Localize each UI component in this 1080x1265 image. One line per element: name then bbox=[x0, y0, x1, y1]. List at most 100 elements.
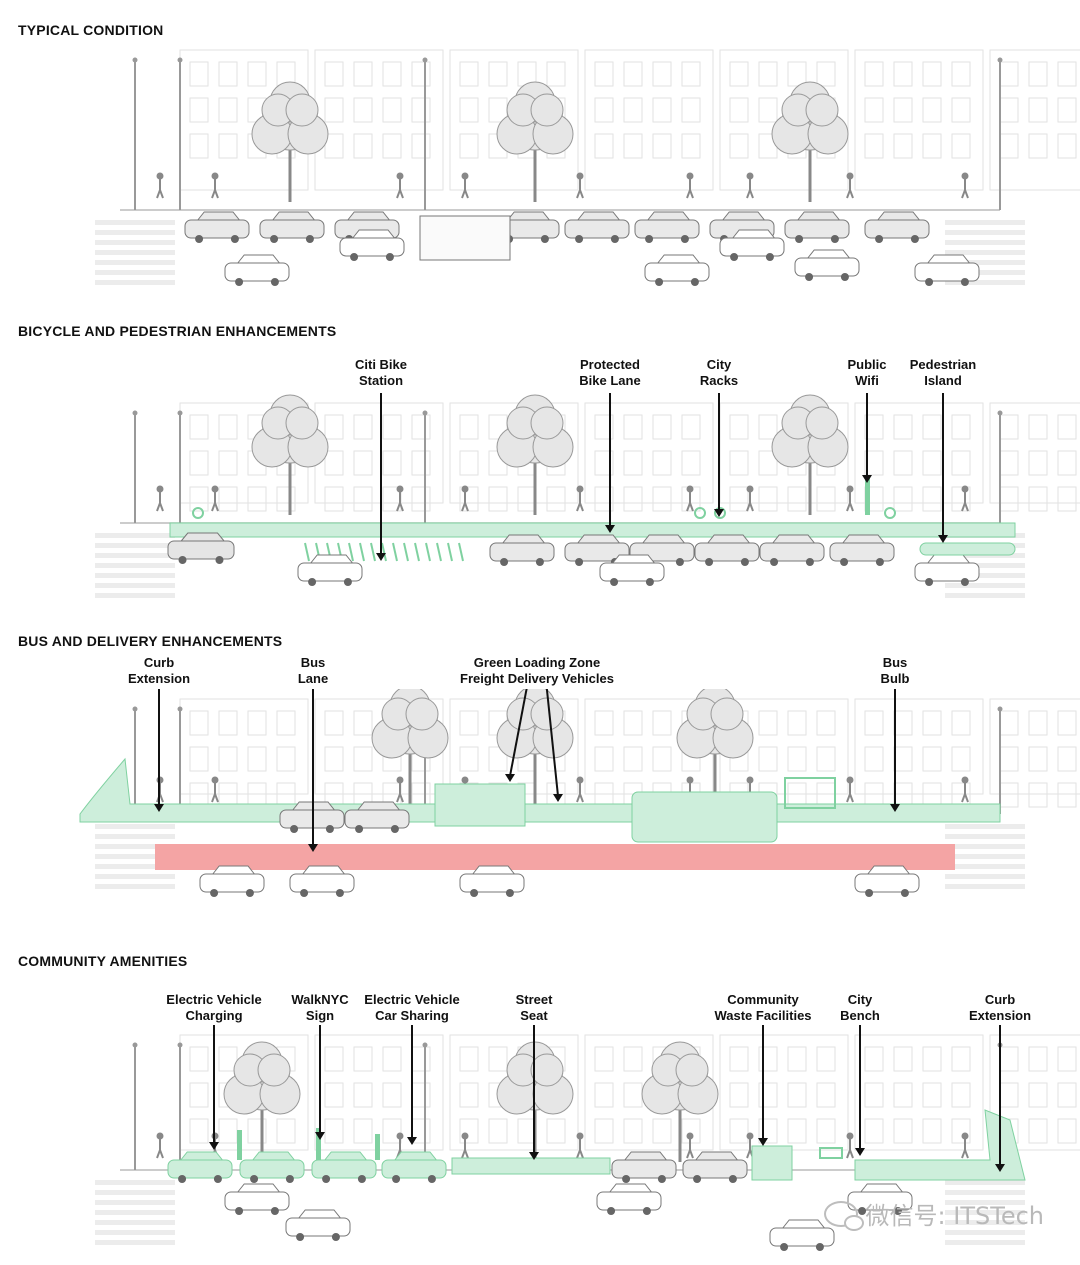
wheel bbox=[607, 1207, 615, 1215]
wheel bbox=[235, 1207, 243, 1215]
window bbox=[489, 62, 507, 86]
window bbox=[1000, 415, 1018, 439]
window bbox=[759, 1083, 777, 1107]
window bbox=[1058, 487, 1076, 511]
window bbox=[190, 783, 208, 807]
callout-green-loading-zone: Green Loading Zone Freight Delivery Vehi… bbox=[460, 655, 614, 687]
wheel bbox=[336, 889, 344, 897]
window bbox=[894, 62, 912, 86]
section-bus-delivery: BUS AND DELIVERY ENHANCEMENTS Curb Exten… bbox=[0, 615, 1080, 935]
window bbox=[624, 487, 642, 511]
head bbox=[688, 1134, 693, 1139]
head bbox=[963, 778, 968, 783]
window bbox=[248, 783, 266, 807]
window bbox=[412, 62, 430, 86]
car-roof bbox=[311, 555, 353, 563]
window bbox=[190, 62, 208, 86]
crosswalk-stripe bbox=[95, 1190, 175, 1195]
head bbox=[688, 174, 693, 179]
crosswalk-stripe bbox=[945, 250, 1025, 255]
window bbox=[624, 134, 642, 158]
canopy-blob bbox=[676, 1054, 708, 1086]
wheel bbox=[210, 889, 218, 897]
window bbox=[1029, 415, 1047, 439]
car bbox=[635, 212, 699, 243]
window bbox=[412, 134, 430, 158]
car bbox=[312, 1152, 376, 1183]
head bbox=[748, 1134, 753, 1139]
window bbox=[952, 134, 970, 158]
leg bbox=[690, 503, 693, 511]
window bbox=[460, 747, 478, 771]
wheel bbox=[179, 556, 187, 564]
window bbox=[219, 415, 237, 439]
window bbox=[894, 1083, 912, 1107]
bike-dock bbox=[360, 543, 364, 561]
leg bbox=[160, 190, 163, 198]
car bbox=[286, 1210, 350, 1241]
window bbox=[788, 711, 806, 735]
car-body bbox=[382, 1160, 446, 1178]
car-roof bbox=[299, 1210, 341, 1218]
building-facade bbox=[855, 50, 983, 190]
car-roof bbox=[181, 1152, 223, 1160]
car-body bbox=[340, 238, 404, 256]
crosswalk-stripe bbox=[95, 1240, 175, 1245]
car-body bbox=[695, 543, 759, 561]
watermark: 微信号: ITSTech bbox=[824, 1196, 1044, 1231]
pedestrian bbox=[687, 487, 693, 512]
bus-lane bbox=[155, 844, 955, 870]
head bbox=[398, 1134, 403, 1139]
wheel bbox=[322, 1175, 330, 1183]
leg bbox=[850, 1150, 853, 1158]
car-roof bbox=[696, 1152, 738, 1160]
car-roof bbox=[578, 212, 620, 220]
car bbox=[460, 866, 524, 897]
window bbox=[325, 451, 343, 475]
wheel bbox=[961, 578, 969, 586]
car bbox=[225, 255, 289, 286]
window bbox=[817, 783, 835, 807]
window bbox=[788, 747, 806, 771]
crosswalk-stripe bbox=[95, 543, 175, 548]
car-roof bbox=[238, 255, 280, 263]
wheel bbox=[865, 889, 873, 897]
crosswalk-stripe bbox=[95, 1230, 175, 1235]
callout-public-wifi: Public Wifi bbox=[847, 357, 886, 389]
head bbox=[463, 487, 468, 492]
window bbox=[325, 415, 343, 439]
window bbox=[460, 134, 478, 158]
window bbox=[219, 711, 237, 735]
lamp-head bbox=[998, 707, 1003, 712]
window bbox=[730, 451, 748, 475]
head bbox=[398, 487, 403, 492]
callout-arrowhead bbox=[209, 1142, 219, 1150]
window bbox=[595, 783, 613, 807]
lamp-head bbox=[133, 411, 138, 416]
canopy-blob bbox=[711, 698, 743, 730]
window bbox=[865, 62, 883, 86]
window bbox=[190, 1047, 208, 1071]
pedestrian bbox=[157, 487, 163, 512]
head bbox=[748, 174, 753, 179]
window bbox=[354, 487, 372, 511]
window bbox=[624, 62, 642, 86]
window bbox=[1029, 1119, 1047, 1143]
canopy-blob bbox=[531, 407, 563, 439]
head bbox=[398, 174, 403, 179]
crosswalk-stripe bbox=[95, 593, 175, 598]
window bbox=[1000, 451, 1018, 475]
window bbox=[865, 1083, 883, 1107]
window bbox=[412, 415, 430, 439]
car-roof bbox=[578, 535, 620, 543]
window bbox=[383, 1083, 401, 1107]
car-roof bbox=[613, 555, 655, 563]
wheel bbox=[231, 235, 239, 243]
car-body bbox=[635, 220, 699, 238]
window bbox=[219, 783, 237, 807]
car-roof bbox=[658, 255, 700, 263]
window bbox=[277, 783, 295, 807]
car bbox=[865, 212, 929, 243]
head bbox=[963, 487, 968, 492]
bike-dock bbox=[459, 543, 463, 561]
